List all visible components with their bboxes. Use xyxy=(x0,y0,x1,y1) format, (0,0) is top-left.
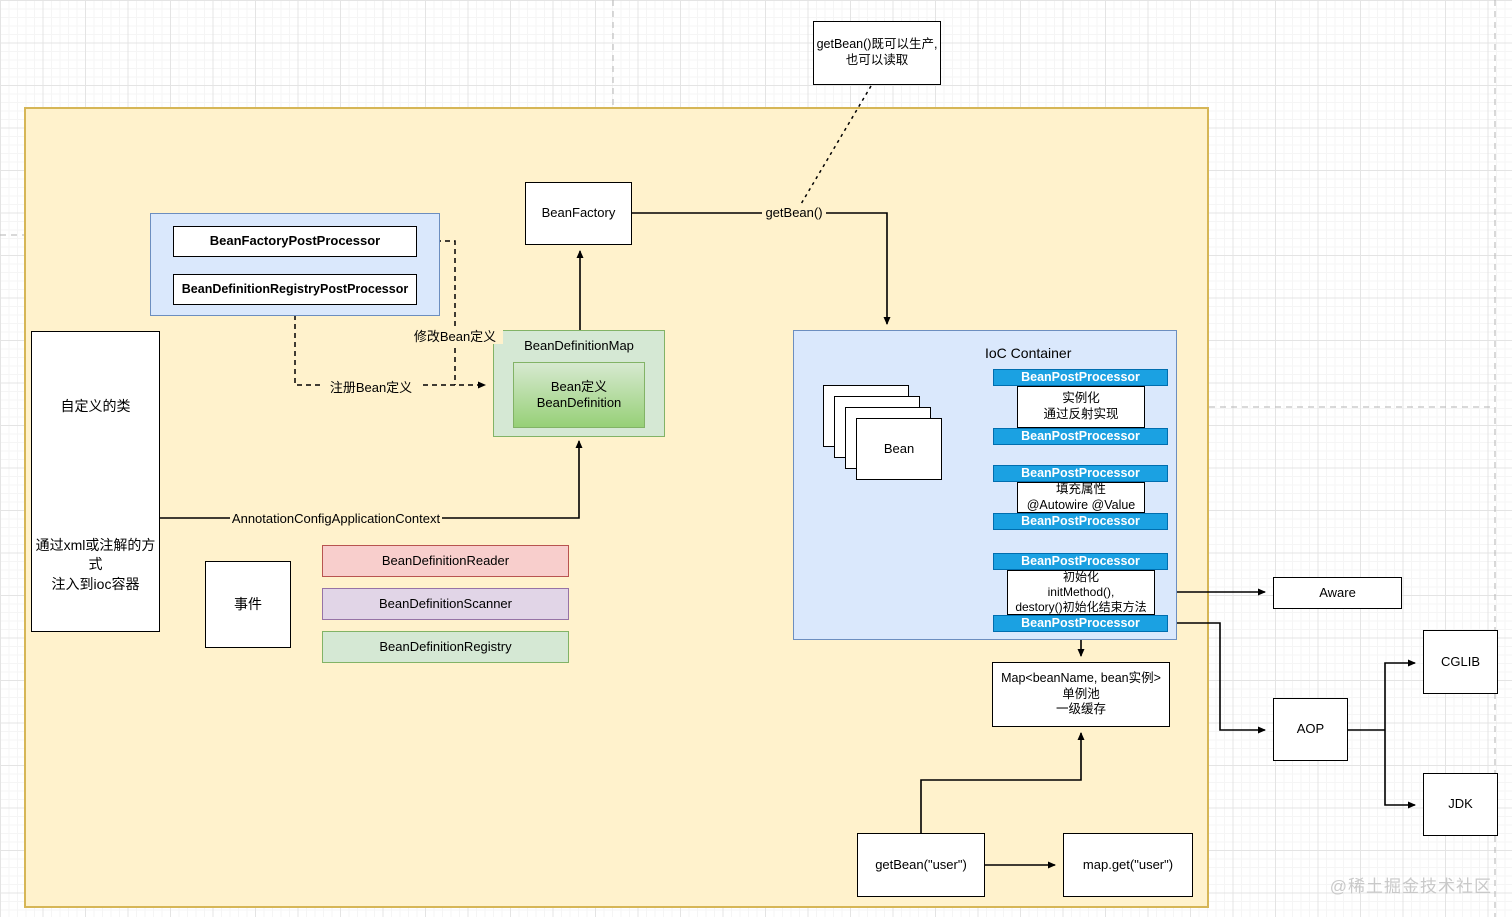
bean-post-processor-bar: BeanPostProcessor xyxy=(993,513,1168,530)
annotation-context-edge-label: AnnotationConfigApplicationContext xyxy=(231,511,441,526)
node-mapget-user: map.get("user") xyxy=(1063,833,1193,897)
node-getbean-user: getBean("user") xyxy=(857,833,985,897)
bpp-label: BeanPostProcessor xyxy=(1021,465,1140,480)
node-bean-definition-scanner: BeanDefinitionScanner xyxy=(322,588,569,620)
bdm-title-label: BeanDefinitionMap xyxy=(524,337,634,353)
watermark-text: @稀土掘金技术社区 xyxy=(1329,877,1492,896)
reader-label: BeanDefinitionReader xyxy=(381,552,510,568)
aop-label: AOP xyxy=(1296,721,1325,737)
initialize-line1: 初始化 xyxy=(1062,570,1099,584)
aware-label: Aware xyxy=(1319,584,1356,600)
custom-class-desc: 通过xml或注解的方式 注入到ioc容器 xyxy=(32,536,159,595)
instantiate-line2: 通过反射实现 xyxy=(1043,407,1119,421)
bdrpp-label: BeanDefinitionRegistryPostProcessor xyxy=(181,281,409,296)
node-bean-factory: BeanFactory xyxy=(525,182,632,245)
node-bean-definition: Bean定义 BeanDefinition xyxy=(513,362,645,428)
edge-label-annotation-context: AnnotationConfigApplicationContext xyxy=(230,510,442,527)
populate-line1: 填充属性 xyxy=(1055,481,1106,496)
node-cglib: CGLIB xyxy=(1423,630,1498,694)
bfpp-label: BeanFactoryPostProcessor xyxy=(209,233,381,249)
bean-label: Bean xyxy=(883,440,915,456)
note-getbean: getBean()既可以生产, 也可以读取 xyxy=(813,21,941,85)
getbean-edge-label: getBean() xyxy=(765,205,823,220)
modify-bean-edge-label: 修改Bean定义 xyxy=(413,329,497,344)
bean-post-processor-bar: BeanPostProcessor xyxy=(993,369,1168,386)
singleton-map-line1: Map<beanName, bean实例> xyxy=(1001,671,1161,686)
bpp-label: BeanPostProcessor xyxy=(1021,369,1140,384)
mapget-user-label: map.get("user") xyxy=(1082,856,1174,872)
getbean-user-label: getBean("user") xyxy=(875,856,967,872)
bean-post-processor-bar: BeanPostProcessor xyxy=(993,428,1168,445)
node-aware: Aware xyxy=(1273,577,1402,609)
initialize-line3: destory()初始化结束方法 xyxy=(1015,600,1147,614)
node-bean-factory-post-processor: BeanFactoryPostProcessor xyxy=(173,226,417,257)
watermark: @稀土掘金技术社区 xyxy=(1330,872,1492,897)
initialize-line2: initMethod(), xyxy=(1047,585,1115,599)
event-label: 事件 xyxy=(234,595,262,612)
bpp-label: BeanPostProcessor xyxy=(1021,615,1140,630)
node-custom-class: 自定义的类 通过xml或注解的方式 注入到ioc容器 xyxy=(31,331,160,632)
edge-label-register-bean: 注册Bean定义 xyxy=(323,378,419,395)
cglib-label: CGLIB xyxy=(1440,653,1480,669)
bpp-label: BeanPostProcessor xyxy=(1021,513,1140,528)
node-bean-definition-registry-post-processor: BeanDefinitionRegistryPostProcessor xyxy=(173,274,417,305)
instantiate-line1: 实例化 xyxy=(1062,391,1100,406)
bean-definition-line1: Bean定义 xyxy=(550,378,608,394)
singleton-map-line2: 单例池 xyxy=(1062,686,1100,701)
node-bean: Bean xyxy=(856,418,942,480)
node-jdk: JDK xyxy=(1423,773,1498,836)
scanner-label: BeanDefinitionScanner xyxy=(379,595,512,611)
node-bean-definition-registry: BeanDefinitionRegistry xyxy=(322,631,569,663)
bean-post-processor-bar: BeanPostProcessor xyxy=(993,553,1168,570)
custom-class-desc1: 通过xml或注解的方式 xyxy=(35,536,156,573)
edge-aop-to-cglib xyxy=(1384,659,1416,730)
ioc-title-label: IoC Container xyxy=(985,345,1072,362)
edge-aop-to-jdk xyxy=(1384,730,1416,809)
node-initialize: 初始化 initMethod(), destory()初始化结束方法 xyxy=(1007,570,1155,615)
register-bean-edge-label: 注册Bean定义 xyxy=(329,380,413,395)
bean-definition-map-title: BeanDefinitionMap xyxy=(493,337,665,355)
custom-class-title: 自定义的类 xyxy=(60,398,131,414)
custom-class-desc2: 注入到ioc容器 xyxy=(51,575,140,592)
node-bean-definition-reader: BeanDefinitionReader xyxy=(322,545,569,577)
singleton-map-line3: 一级缓存 xyxy=(1055,702,1106,717)
bean-definition-line2: BeanDefinition xyxy=(536,395,622,410)
node-singleton-map: Map<beanName, bean实例> 单例池 一级缓存 xyxy=(992,662,1170,727)
node-aop: AOP xyxy=(1273,698,1348,761)
node-event: 事件 xyxy=(205,561,291,648)
note-line1: getBean()既可以生产, xyxy=(816,37,938,52)
bean-post-processor-bar: BeanPostProcessor xyxy=(993,615,1168,632)
note-line2: 也可以读取 xyxy=(845,53,909,67)
bean-post-processor-bar: BeanPostProcessor xyxy=(993,465,1168,482)
bean-factory-label: BeanFactory xyxy=(541,205,616,221)
ioc-container-title: IoC Container xyxy=(985,345,1145,363)
edge-label-modify-bean: 修改Bean定义 xyxy=(407,327,503,344)
populate-line2: @Autowire @Value xyxy=(1026,497,1136,512)
edge-label-getbean: getBean() xyxy=(762,204,826,221)
bpp-label: BeanPostProcessor xyxy=(1021,553,1140,568)
registry-label: BeanDefinitionRegistry xyxy=(379,638,512,654)
node-instantiate: 实例化 通过反射实现 xyxy=(1017,386,1145,428)
node-populate-properties: 填充属性 @Autowire @Value xyxy=(1017,482,1145,513)
bpp-label: BeanPostProcessor xyxy=(1021,428,1140,443)
jdk-label: JDK xyxy=(1448,796,1473,812)
